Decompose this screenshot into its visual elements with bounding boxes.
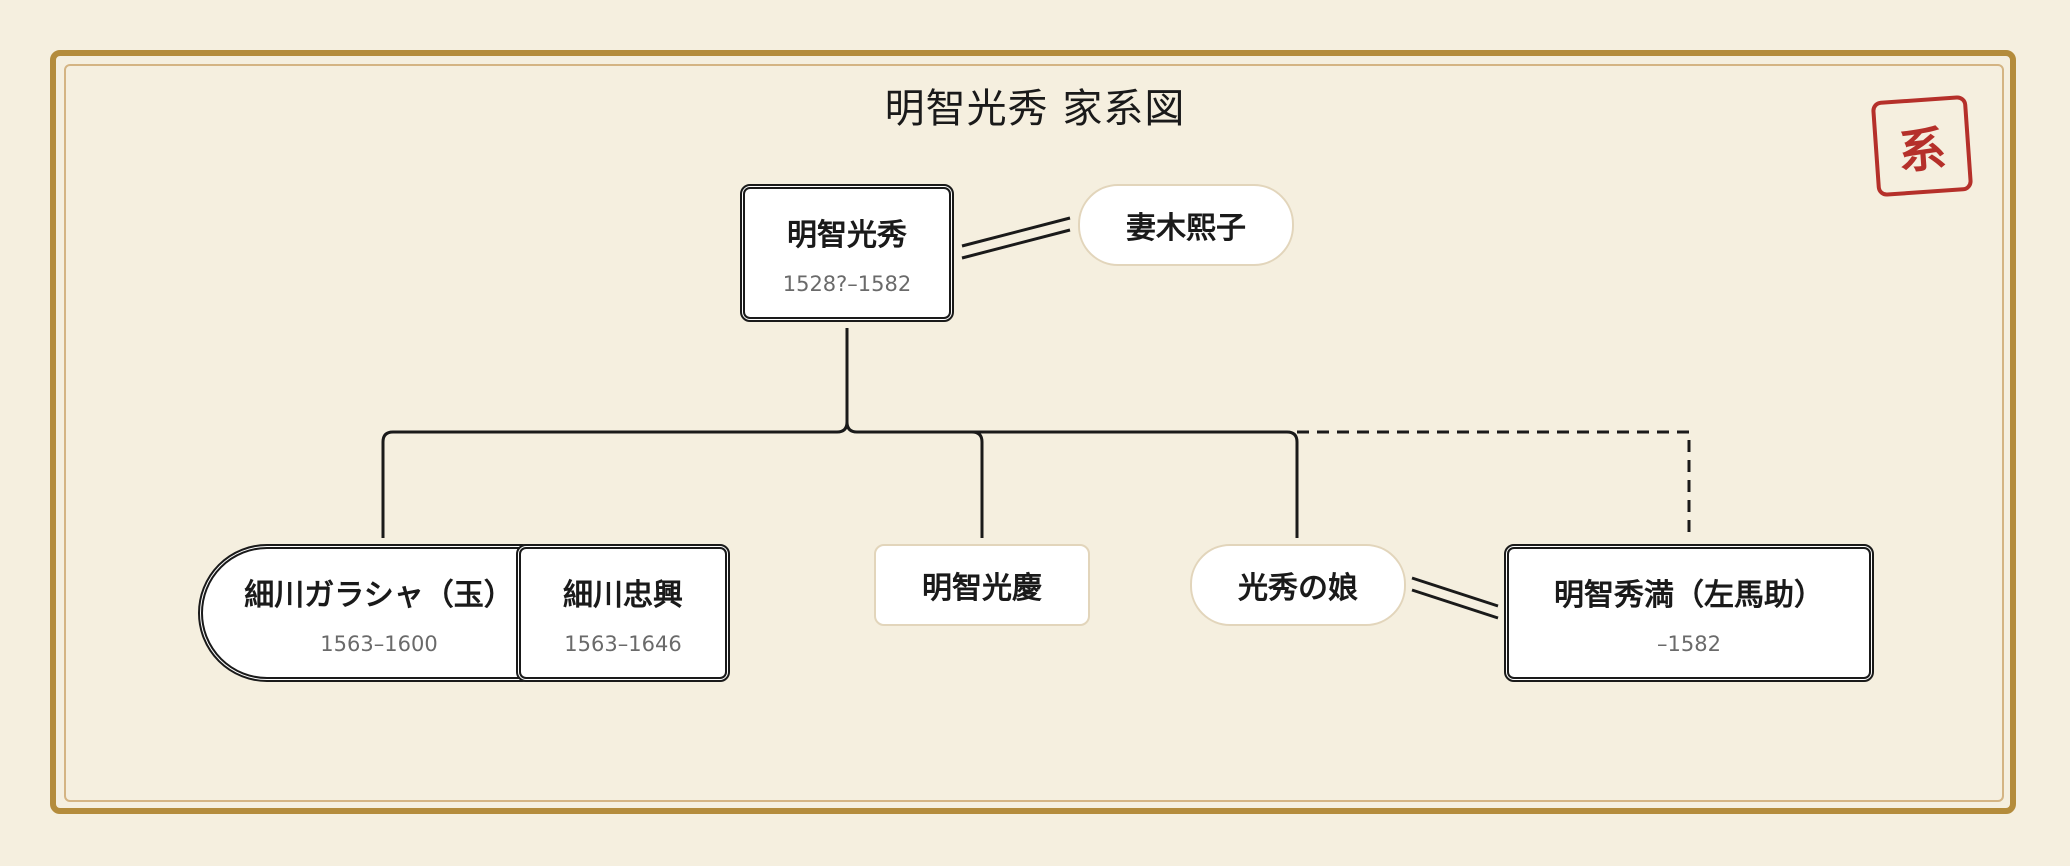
marriage-line-daughter-top: [1411, 576, 1499, 608]
person-mitsuyoshi[interactable]: 明智光慶: [874, 544, 1090, 626]
marriage-line-top: [961, 216, 1071, 248]
inner-frame: [64, 64, 2004, 802]
descent-branch-right: [845, 421, 1299, 538]
person-name: 妻木熙子: [1126, 211, 1246, 246]
person-name: 光秀の娘: [1238, 571, 1358, 606]
person-name: 明智秀満（左馬助）: [1554, 578, 1824, 613]
person-name: 細川忠興: [563, 578, 683, 613]
person-gracia[interactable]: 細川ガラシャ（玉） 1563–1600: [198, 544, 538, 682]
marriage-line-bottom: [961, 228, 1071, 260]
person-hiroko[interactable]: 妻木熙子: [1078, 184, 1294, 266]
descent-branch-mitsuyoshi: [971, 430, 984, 538]
person-dates: 1563–1600: [320, 632, 438, 656]
chart-title: 明智光秀 家系図: [884, 86, 1186, 132]
person-name: 明智光慶: [922, 571, 1042, 606]
person-daughter[interactable]: 光秀の娘: [1190, 544, 1406, 626]
person-dates: –1582: [1657, 632, 1721, 656]
person-tadaoki[interactable]: 細川忠興 1563–1646: [516, 544, 730, 682]
person-mitsuhide[interactable]: 明智光秀 1528?–1582: [740, 184, 954, 322]
person-dates: 1528?–1582: [782, 272, 912, 296]
adoption-line-dashed: [1297, 430, 1691, 538]
person-dates: 1563–1646: [564, 632, 682, 656]
descent-trunk: [381, 328, 849, 538]
person-hidemitsu[interactable]: 明智秀満（左馬助） –1582: [1504, 544, 1874, 682]
outer-frame: [50, 50, 2016, 814]
person-name: 細川ガラシャ（玉）: [244, 578, 514, 613]
marriage-line-daughter-bottom: [1411, 588, 1499, 620]
person-name: 明智光秀: [787, 218, 907, 253]
